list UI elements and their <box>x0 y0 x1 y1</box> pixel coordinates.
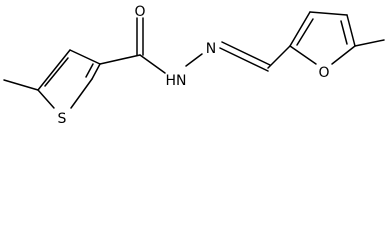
furan-ring <box>289 11 356 65</box>
hydrazone-linker <box>185 41 291 72</box>
nh-to-n-bond <box>185 53 203 67</box>
furan-bond-c2-c3 <box>289 11 311 47</box>
furan-methyl-bond <box>354 39 385 47</box>
thiophene-bond-c2-c3-inner <box>85 63 94 78</box>
imine-double-bond-b <box>221 41 271 66</box>
furan-bond-c4-c5-inner <box>340 20 348 45</box>
furan-oxygen-label: O <box>318 65 329 81</box>
ring-to-carbonyl-bond <box>99 54 141 65</box>
furan-bond-c5-o <box>331 45 356 65</box>
thiophene-bond-c4-c5-inner <box>44 57 69 87</box>
thiophene-bond-s-c2 <box>70 78 93 109</box>
thiophene-bond-c5-s <box>37 89 55 109</box>
carbonyl-to-nh-bond <box>139 54 166 74</box>
furan-bond-c3-c4 <box>309 11 348 16</box>
molecule-structure: O HN N S O <box>3 4 385 127</box>
imine-nitrogen-label: N <box>206 41 216 57</box>
furan-bond-c4-c5 <box>346 14 356 47</box>
imine-double-bond-a <box>219 47 269 72</box>
thiophene-ring <box>37 49 101 109</box>
thiophene-bond-c2-c3 <box>91 63 101 80</box>
thiophene-methyl-bond <box>3 79 39 91</box>
thiophene-bond-c4-c5 <box>37 49 71 91</box>
furan-bond-o-c2 <box>289 45 317 65</box>
carbonyl-group <box>99 17 166 74</box>
furan-bond-c2-c3-inner <box>296 18 314 46</box>
ch-to-furan-bond <box>267 45 291 69</box>
thiophene-bond-c3-c4 <box>69 49 101 65</box>
carbonyl-oxygen-label: O <box>134 4 145 20</box>
hydrazide-nh-label: HN <box>166 73 187 89</box>
thiophene-sulfur-label: S <box>58 111 67 127</box>
